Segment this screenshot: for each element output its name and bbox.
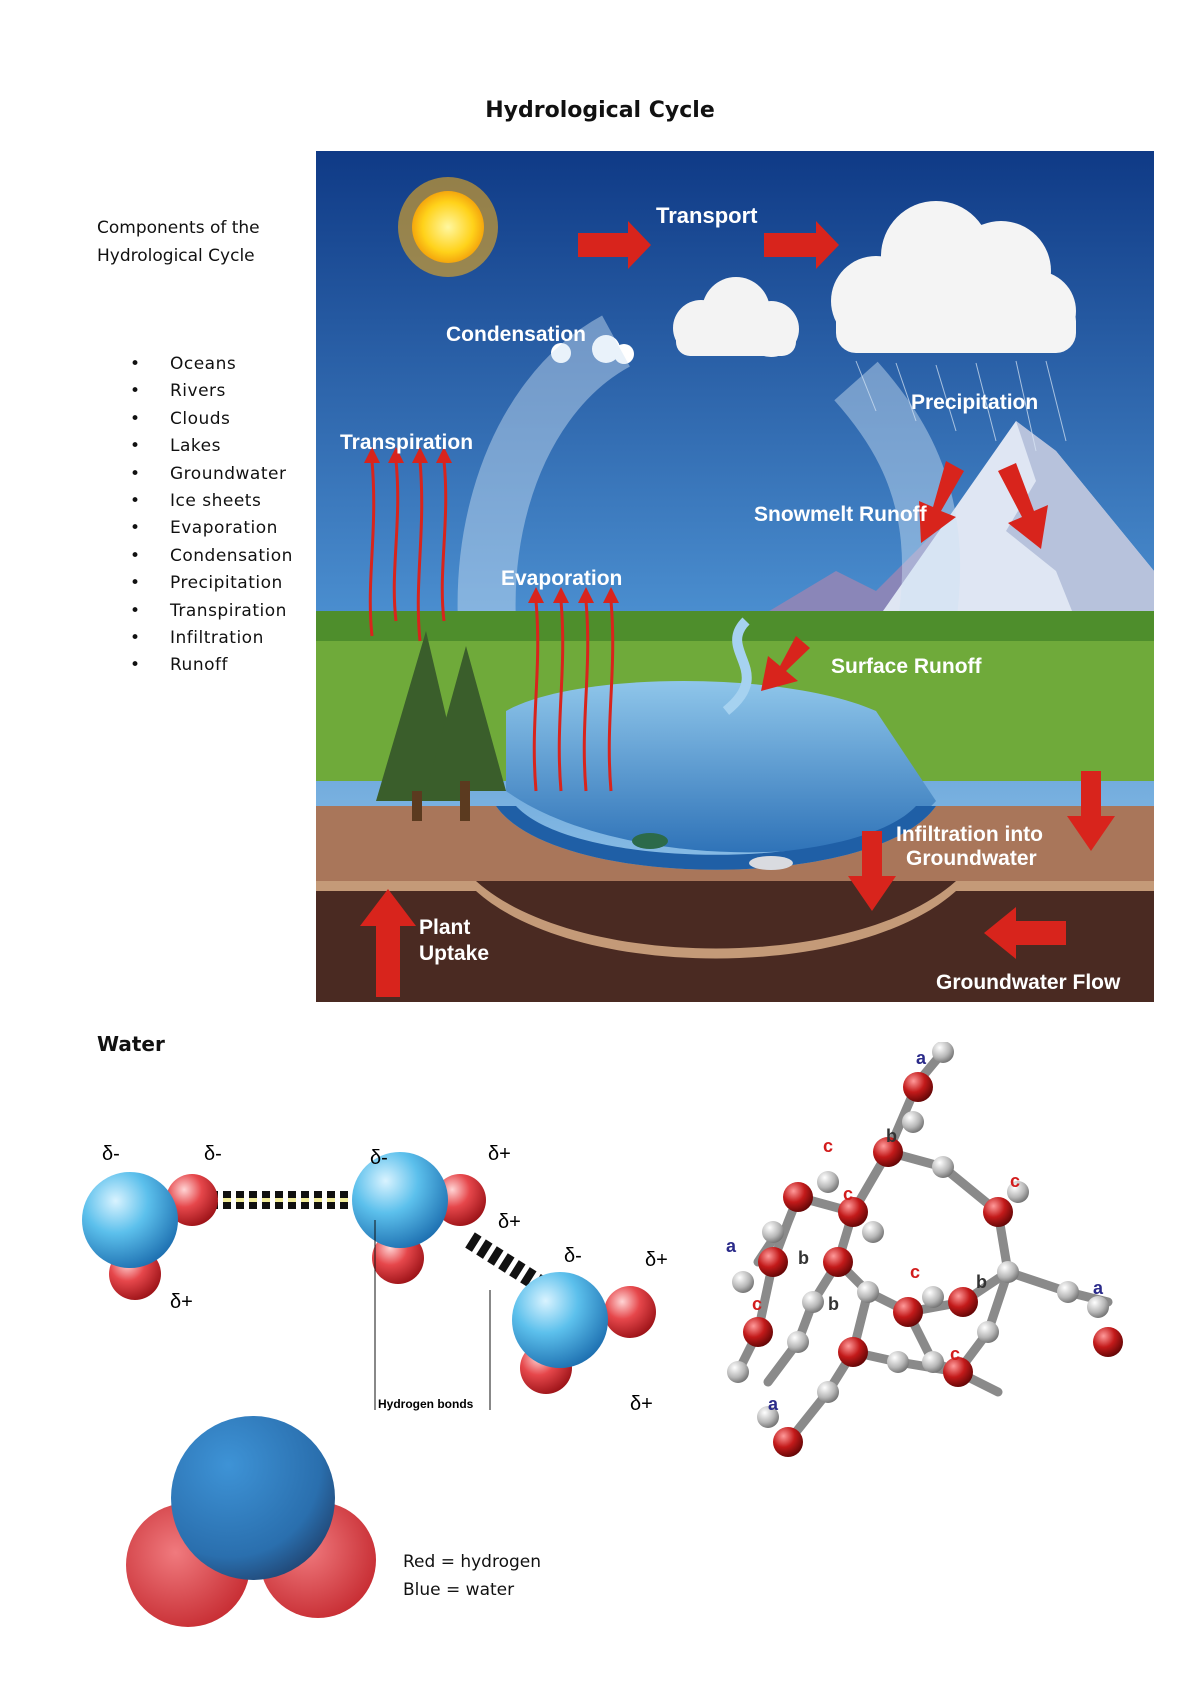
components-list: Oceans Rivers Clouds Lakes Groundwater I… <box>130 351 293 680</box>
infiltration-arrows <box>848 771 1115 911</box>
svg-text:a: a <box>1093 1278 1104 1298</box>
legend-red: Red = hydrogen <box>403 1552 542 1572</box>
svg-text:δ+: δ+ <box>645 1249 668 1271</box>
svg-text:b: b <box>886 1126 897 1146</box>
svg-text:a: a <box>726 1236 737 1256</box>
svg-text:b: b <box>798 1248 809 1268</box>
list-item: Evaporation <box>130 515 293 543</box>
color-legend: Red = hydrogen Blue = water <box>403 1548 541 1604</box>
groundwater-flow-arrow <box>984 907 1066 959</box>
label-transpiration: Transpiration <box>340 431 473 454</box>
plant-uptake-arrow <box>360 889 416 997</box>
water-molecule <box>352 1152 448 1248</box>
water-molecule <box>512 1272 608 1368</box>
svg-text:c: c <box>752 1294 762 1314</box>
trees <box>376 631 506 821</box>
lake <box>506 681 936 853</box>
label-condensation: Condensation <box>446 323 586 346</box>
list-item: Lakes <box>130 433 293 461</box>
list-item: Condensation <box>130 543 293 571</box>
cloud-medium <box>673 277 799 357</box>
hydrogen-bond-diagram: Hydrogen bonds δ- δ- δ+ δ- δ+ δ+ δ- δ+ δ… <box>82 1143 668 1415</box>
svg-text:δ+: δ+ <box>630 1393 653 1415</box>
svg-text:c: c <box>950 1344 960 1364</box>
topsoil <box>316 806 1154 881</box>
section-title-water: Water <box>97 1032 165 1056</box>
transpiration-arrows <box>368 460 448 642</box>
label-plant-uptake-1: Plant <box>419 916 470 939</box>
list-item: Rivers <box>130 378 293 406</box>
label-surface-runoff: Surface Runoff <box>831 655 983 678</box>
fish-icon <box>632 833 668 849</box>
svg-text:c: c <box>1010 1171 1020 1191</box>
label-infiltration-2: Groundwater <box>906 847 1037 870</box>
hydrological-cycle-diagram: Transport Condensation Precipitation Tra… <box>316 151 1154 1002</box>
svg-text:δ+: δ+ <box>498 1211 521 1233</box>
river <box>722 617 752 715</box>
label-transport: Transport <box>656 203 758 228</box>
svg-text:c: c <box>910 1262 920 1282</box>
list-item: Ice sheets <box>130 488 293 516</box>
evaporation-arrows <box>532 600 615 792</box>
list-item: Transpiration <box>130 598 293 626</box>
list-item: Runoff <box>130 652 293 680</box>
svg-text:δ-: δ- <box>204 1143 222 1165</box>
svg-text:δ+: δ+ <box>170 1291 193 1313</box>
snowmelt-arrows <box>919 461 1048 549</box>
label-infiltration-1: Infiltration into <box>896 823 1043 846</box>
svg-text:a: a <box>916 1048 927 1068</box>
svg-text:c: c <box>823 1136 833 1156</box>
svg-text:δ-: δ- <box>564 1245 582 1267</box>
list-item: Groundwater <box>130 461 293 489</box>
lake-bed <box>496 806 936 870</box>
fish-icon <box>749 856 793 870</box>
sun-icon <box>398 177 498 277</box>
cloud-large <box>831 201 1076 353</box>
svg-text:c: c <box>843 1184 853 1204</box>
svg-text:δ+: δ+ <box>488 1143 511 1165</box>
label-plant-uptake-2: Uptake <box>419 942 489 965</box>
page-title: Hydrological Cycle <box>485 98 715 123</box>
legend-blue: Blue = water <box>403 1580 515 1600</box>
list-item: Precipitation <box>130 570 293 598</box>
transport-arrows <box>578 221 839 269</box>
label-evaporation: Evaporation <box>501 567 622 590</box>
svg-text:δ-: δ- <box>102 1143 120 1165</box>
oxygen-atom <box>171 1416 335 1580</box>
svg-text:δ-: δ- <box>370 1147 388 1169</box>
rain <box>855 360 1067 452</box>
intro-line-1: Components of the <box>97 218 260 238</box>
label-snowmelt-runoff: Snowmelt Runoff <box>754 503 928 526</box>
label-groundwater-flow: Groundwater Flow <box>936 971 1121 994</box>
list-item: Clouds <box>130 406 293 434</box>
cloud-small <box>551 335 634 364</box>
label-precipitation: Precipitation <box>911 391 1038 414</box>
water-cluster-model: a a a a b b b b c c c c c c <box>726 1042 1123 1457</box>
surface-runoff-arrow <box>761 636 810 691</box>
intro-line-2: Hydrological Cycle <box>97 246 255 266</box>
hydrogen-bonds-caption: Hydrogen bonds <box>378 1397 474 1411</box>
space-filling-water-molecule <box>126 1416 376 1627</box>
svg-text:a: a <box>768 1394 779 1414</box>
water-molecule <box>82 1172 178 1268</box>
svg-text:b: b <box>976 1272 987 1292</box>
list-item: Oceans <box>130 351 293 379</box>
list-item: Infiltration <box>130 625 293 653</box>
components-intro: Components of the Hydrological Cycle <box>97 214 260 270</box>
svg-text:b: b <box>828 1294 839 1314</box>
